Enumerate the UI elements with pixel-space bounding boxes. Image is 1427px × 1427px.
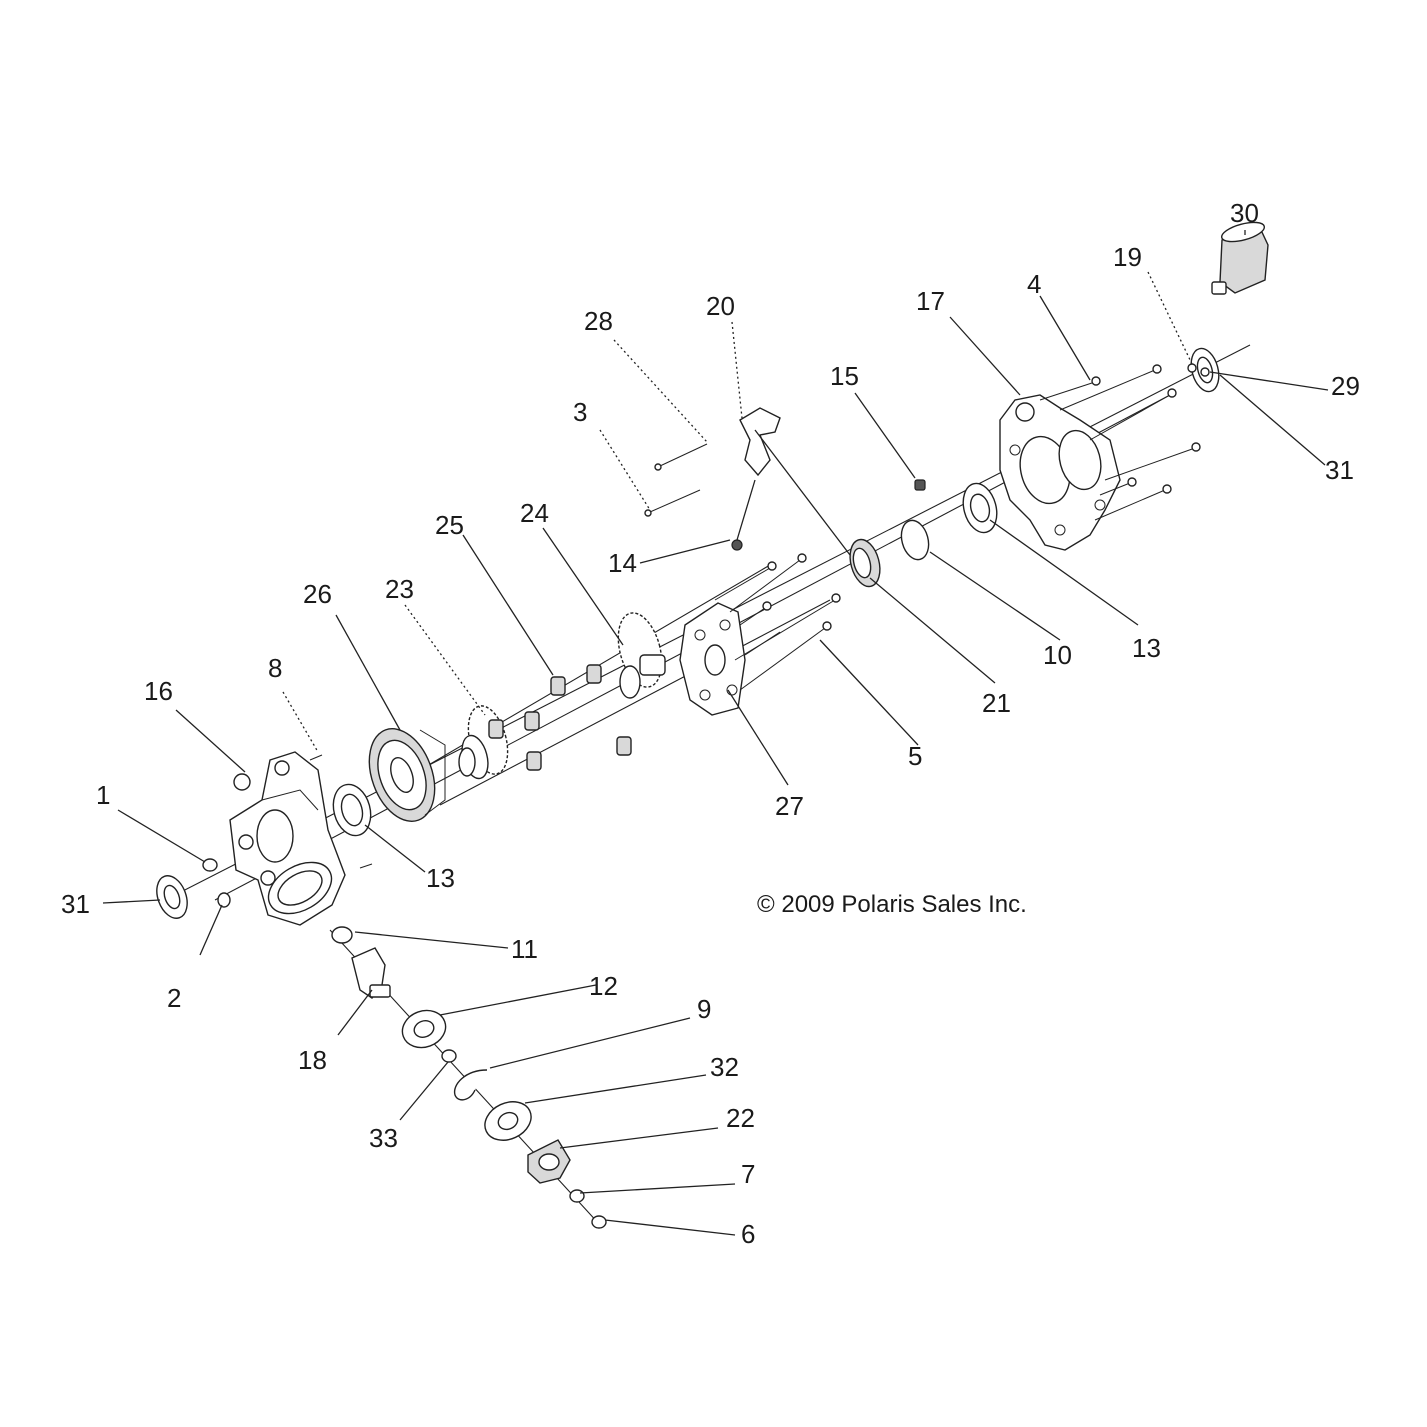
callout-31-right: 31 [1325,455,1354,485]
callout-26: 26 [303,579,332,609]
callout-16: 16 [144,676,173,706]
pinion-bearing [401,1009,447,1049]
copyright-text: © 2009 Polaris Sales Inc. [757,891,1027,918]
callout-31-left: 31 [61,889,90,919]
nut [591,1215,607,1229]
callout-29: 29 [1331,371,1360,401]
drive-gear [458,705,509,780]
seal-washer [484,1101,532,1141]
idler-gear [617,612,666,699]
left-seal [156,875,188,919]
actuator [1211,221,1269,295]
pinion-shaft [351,947,391,999]
callout-30: 30 [1230,198,1259,228]
bolts-set [714,553,841,691]
callout-32: 32 [710,1052,739,1082]
callout-17: 17 [916,286,945,316]
housing-bolts [1039,364,1201,521]
fitting-small [1187,363,1197,373]
callout-1: 1 [96,780,110,810]
leader-lines [102,230,1329,1236]
shift-ring [849,538,881,588]
spring [914,479,926,491]
callout-5: 5 [908,741,922,771]
callout-13-left: 13 [426,863,455,893]
washer [569,1189,585,1203]
callout-6: 6 [741,1219,755,1249]
callout-12: 12 [589,971,618,1001]
output-flange [527,1139,571,1184]
callout-10: 10 [1043,640,1072,670]
callout-21: 21 [982,688,1011,718]
callout-labels: 1 2 3 4 5 6 7 8 9 10 11 12 13 13 14 15 1… [61,198,1360,1249]
callout-33: 33 [369,1123,398,1153]
callout-13-right: 13 [1132,633,1161,663]
ring-gear [368,728,446,822]
vent-fitting [1200,367,1210,377]
shift-bracket [739,407,781,477]
callout-14: 14 [608,548,637,578]
callout-23: 23 [385,574,414,604]
drain-plug [202,858,218,872]
callout-8: 8 [268,653,282,683]
callout-2: 2 [167,983,181,1013]
o-ring [900,519,930,561]
callout-19: 19 [1113,242,1142,272]
callout-20: 20 [706,291,735,321]
small-o-ring [441,1049,457,1063]
callout-7: 7 [741,1159,755,1189]
snap-ring [453,1069,488,1101]
left-bearing [332,783,372,837]
callout-25: 25 [435,510,464,540]
callout-28: 28 [584,306,613,336]
callout-15: 15 [830,361,859,391]
right-bearing [962,482,998,534]
center-plate [679,602,746,716]
callout-18: 18 [298,1045,327,1075]
right-gearcase-housing [999,394,1121,551]
callout-9: 9 [697,994,711,1024]
callout-3: 3 [573,397,587,427]
bracket-bolt-upper [654,443,708,471]
pinion-gears [488,664,632,771]
fill-plug [217,892,231,908]
detent-ball [731,539,743,551]
callout-22: 22 [726,1103,755,1133]
bushing [331,926,353,944]
left-gearcase-housing [229,751,346,926]
dowel-pins [309,754,373,869]
bracket-bolt-lower [644,489,701,517]
callout-24: 24 [520,498,549,528]
callout-11: 11 [511,934,538,964]
callout-27: 27 [775,791,804,821]
callout-4: 4 [1027,269,1041,299]
